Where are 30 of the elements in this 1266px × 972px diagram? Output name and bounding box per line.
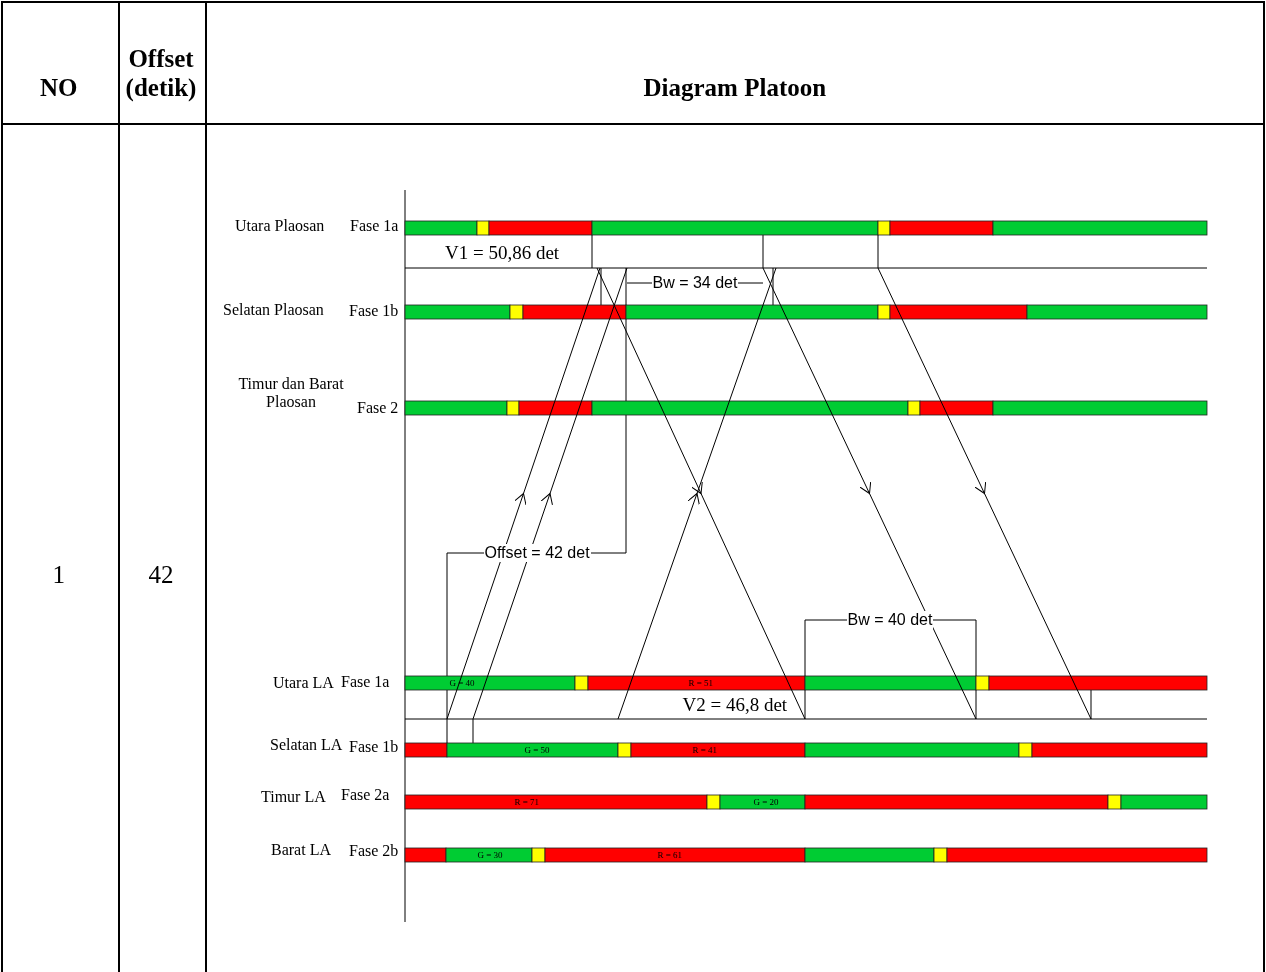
phase-label: Fase 2a: [341, 786, 390, 805]
approach-label: Utara LA: [273, 674, 334, 693]
phase-label: Fase 1a: [341, 673, 390, 692]
row-number: 1: [52, 560, 65, 590]
phase-time-label: R = 61: [657, 850, 683, 861]
phase-time-label: R = 41: [692, 745, 718, 756]
offset-value: 42: [148, 560, 174, 590]
approach-label: Selatan LA: [270, 736, 343, 755]
speed-label: V1 = 50,86 det: [445, 242, 560, 264]
phase-time-label: R = 51: [688, 678, 714, 689]
phase-label: Fase 1b: [349, 738, 399, 757]
column-header: Offset (detik): [124, 45, 198, 103]
offset-label: Offset = 42 det: [483, 544, 591, 563]
approach-label: Barat LA: [271, 841, 331, 860]
phase-label: Fase 1a: [350, 217, 399, 236]
approach-label: Utara Plaosan: [235, 217, 325, 236]
phase-time-label: G = 30: [477, 850, 503, 861]
phase-label: Fase 1b: [349, 302, 399, 321]
speed-label: V2 = 46,8 det: [682, 694, 788, 716]
phase-time-label: R = 71: [514, 797, 540, 808]
approach-label: Timur LA: [261, 788, 326, 807]
phase-time-label: G = 50: [524, 745, 550, 756]
phase-label: Fase 2b: [349, 842, 399, 861]
approach-label: Selatan Plaosan: [223, 301, 324, 320]
phase-label: Fase 2: [357, 399, 399, 418]
column-header: Diagram Platoon: [643, 73, 827, 103]
phase-time-label: G = 40: [449, 678, 475, 689]
bandwidth-label: Bw = 40 det: [846, 611, 934, 630]
phase-time-label: G = 20: [753, 797, 779, 808]
column-header: NO: [40, 73, 78, 103]
